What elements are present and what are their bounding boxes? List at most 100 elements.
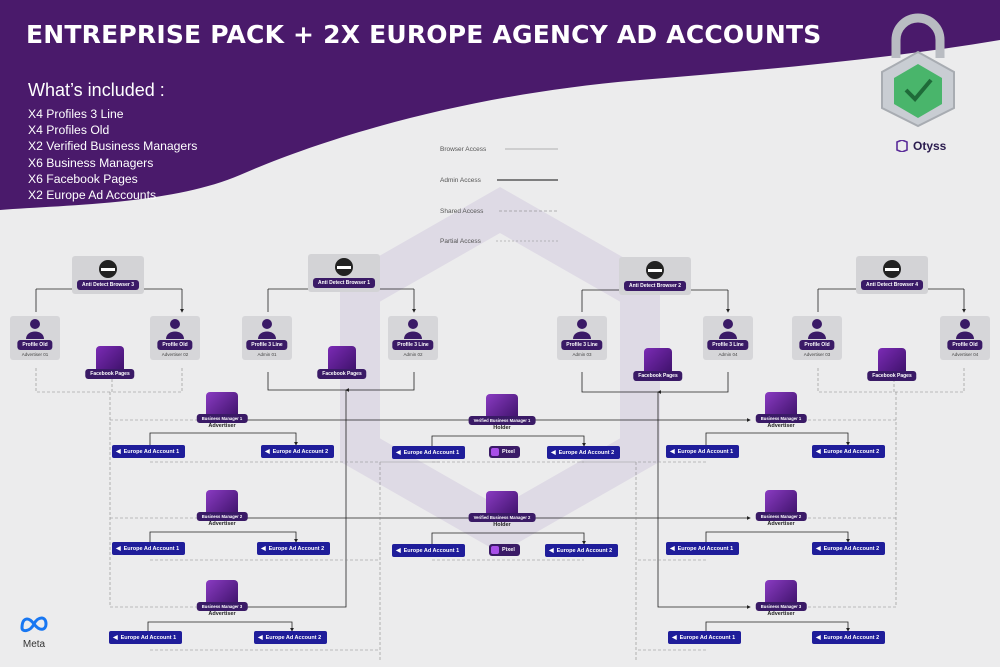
facebook-pages-node: Facebook Pages: [867, 348, 917, 384]
ad-account: ◀Europe Ad Account 2: [257, 542, 331, 555]
user-icon: [956, 319, 974, 339]
pages-label: Facebook Pages: [633, 371, 683, 381]
included-item: X2 Europe Ad Accounts: [28, 188, 157, 203]
user-icon: [808, 319, 826, 339]
megaphone-icon: ◀: [116, 546, 121, 552]
profile-label: Profile 3 Line: [246, 340, 288, 350]
user-icon: [26, 319, 44, 339]
megaphone-icon: ◀: [672, 635, 677, 641]
ad-account: ◀Europe Ad Account 1: [392, 446, 466, 459]
bm-label: Business Manager 2: [755, 512, 807, 521]
browser-label: Anti Detect Browser 2: [624, 281, 686, 291]
megaphone-icon: ◀: [258, 635, 263, 641]
lock-icon: [868, 8, 968, 133]
user-icon: [719, 319, 737, 339]
profile-role: Admin 02: [403, 352, 423, 357]
spy-icon: [335, 258, 353, 276]
profile-label: Profile Old: [799, 340, 835, 350]
included-item: X6 Business Managers: [28, 155, 154, 170]
megaphone-icon: ◀: [396, 548, 401, 554]
meta-icon: [20, 616, 48, 633]
brand-logo: Otyss: [895, 139, 946, 153]
bm-label: Verified Business Manager 1: [468, 416, 536, 425]
legend-browser-access: Browser Access: [440, 146, 487, 153]
megaphone-icon: ◀: [816, 546, 821, 552]
included-heading: What’s included :: [28, 80, 165, 100]
profile-role: Admin 03: [572, 352, 592, 357]
megaphone-icon: ◀: [261, 546, 266, 552]
bm-role: Advertiser: [767, 611, 795, 617]
user-icon: [573, 319, 591, 339]
user-icon: [404, 319, 422, 339]
browser-node: Anti Detect Browser 1: [308, 254, 380, 292]
ad-account: ◀Europe Ad Account 1: [112, 542, 186, 555]
legend-partial-access: Partial Access: [440, 238, 481, 245]
browser-node: Anti Detect Browser 4: [856, 256, 928, 294]
browser-label: Anti Detect Browser 3: [77, 280, 139, 290]
bm-label: Business Manager 2: [196, 512, 248, 521]
bm-label: Verified Business Manager 2: [468, 513, 536, 522]
bm-role: Advertiser: [208, 423, 236, 429]
pixel-node: Pixel: [489, 446, 520, 458]
pixel-icon: [491, 448, 499, 456]
ad-account: ◀Europe Ad Account 1: [666, 445, 740, 458]
otyss-icon: [896, 140, 908, 152]
ad-account: ◀Europe Ad Account 1: [392, 544, 466, 557]
bm-role: Holder: [493, 425, 511, 431]
profile-role: Admin 04: [718, 352, 738, 357]
pages-label: Facebook Pages: [85, 369, 135, 379]
included-item: X2 Verified Business Managers: [28, 139, 198, 154]
megaphone-icon: ◀: [116, 449, 121, 455]
profile-role: Advertiser 02: [161, 352, 189, 357]
bm-label: Business Manager 1: [755, 414, 807, 423]
included-list: X4 Profiles 3 Line X4 Profiles Old X2 Ve…: [28, 106, 197, 203]
legend-admin-access: Admin Access: [440, 177, 481, 184]
bm-role: Advertiser: [767, 423, 795, 429]
megaphone-icon: ◀: [265, 449, 270, 455]
pixel-node: Pixel: [489, 544, 520, 556]
pixel-icon: [491, 546, 499, 554]
included-item: X6 Facebook Pages: [28, 171, 138, 186]
facebook-pages-node: Facebook Pages: [633, 348, 683, 384]
megaphone-icon: ◀: [549, 548, 554, 554]
profile-label: Profile Old: [947, 340, 983, 350]
browser-node: Anti Detect Browser 3: [72, 256, 144, 294]
ad-account: ◀Europe Ad Account 1: [666, 542, 740, 555]
browser-label: Anti Detect Browser 1: [313, 278, 375, 288]
ad-account: ◀Europe Ad Account 1: [109, 631, 183, 644]
profile-label: Profile 3 Line: [392, 340, 434, 350]
bm-role: Advertiser: [208, 521, 236, 527]
profile-role: Advertiser 04: [951, 352, 979, 357]
bm-label: Business Manager 1: [196, 414, 248, 423]
bm-label: Business Manager 3: [196, 602, 248, 611]
profile-role: Admin 01: [257, 352, 277, 357]
megaphone-icon: ◀: [670, 449, 675, 455]
ad-account: ◀Europe Ad Account 2: [812, 542, 886, 555]
browser-label: Anti Detect Browser 4: [861, 280, 923, 290]
megaphone-icon: ◀: [551, 450, 556, 456]
pages-label: Facebook Pages: [317, 369, 367, 379]
user-icon: [258, 319, 276, 339]
ad-account: ◀Europe Ad Account 2: [812, 631, 886, 644]
megaphone-icon: ◀: [670, 546, 675, 552]
brand-name: Otyss: [913, 139, 947, 153]
bm-role: Holder: [493, 522, 511, 528]
included-item: X4 Profiles 3 Line: [28, 107, 124, 121]
ad-account: ◀Europe Ad Account 2: [547, 446, 621, 459]
facebook-pages-node: Facebook Pages: [317, 346, 367, 382]
included-item: X4 Profiles Old: [28, 123, 110, 138]
user-icon: [166, 319, 184, 339]
